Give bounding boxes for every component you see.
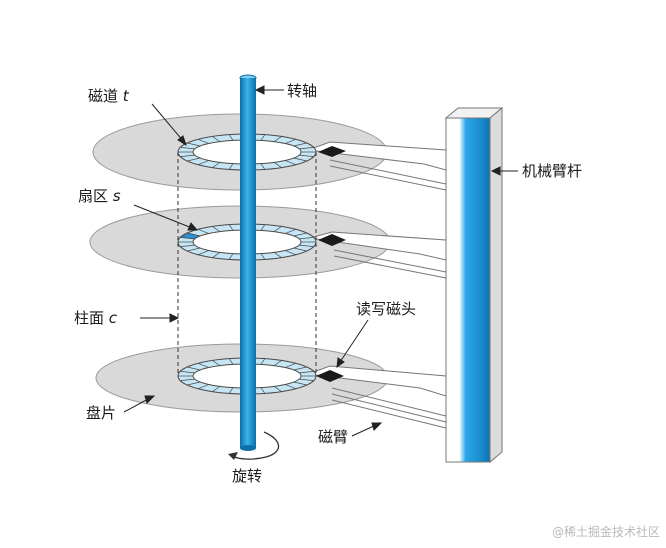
sector-divider [285,362,296,368]
sector-label: 扇区 s [78,187,121,205]
arm-assembly-label: 机械臂杆 [522,162,582,180]
sector-divider [212,360,221,366]
sector-divider [180,370,195,374]
sector-divider [212,162,221,168]
sector-divider [198,160,209,166]
sector-divider [293,381,307,386]
sector-divider [273,136,282,142]
sector-divider [180,244,195,248]
read-write-head-label: 读写磁头 [356,300,416,318]
cylinder-outline [177,152,317,376]
sector-divider [260,134,266,141]
sector-divider [198,384,209,390]
sector-divider [228,163,234,170]
sector-divider [273,226,282,232]
sector-divider [260,387,266,394]
sector-divider [260,224,266,231]
sector-divider [285,160,296,166]
sector-divider [228,253,234,260]
head-middle [318,234,346,246]
arm-bottom [307,365,447,429]
sector-divider [187,366,201,371]
sector-divider [198,362,209,368]
sector-divider [212,136,221,142]
track-rings [177,133,317,395]
sector-divider [293,157,307,162]
callouts [123,85,518,437]
cylinder-label: 柱面 c [74,309,118,327]
sector-divider [198,250,209,256]
sector-divider [180,146,195,150]
sector-divider [180,378,195,382]
arm-assembly-post [444,106,504,464]
sector-divider [212,226,221,232]
sector-divider [273,386,282,392]
sector-divider [285,228,296,234]
sector-divider [293,142,307,147]
spindle [239,74,257,451]
spindle-label: 转轴 [287,82,317,100]
sector-divider [273,252,282,258]
sector-divider [285,250,296,256]
sector-divider [212,386,221,392]
sector-divider [187,381,201,386]
sector-divider [187,157,201,162]
watermark: @稀土掘金技术社区 [552,524,660,539]
sector-divider [260,163,266,170]
arm-label: 磁臂 [318,428,348,446]
head-top [318,146,346,157]
sector-divider [228,224,234,231]
platter-label: 盘片 [86,404,116,422]
sector-divider [299,378,314,382]
rotation-label: 旋转 [232,467,262,485]
sector-divider [198,228,209,234]
sector-divider [212,252,221,258]
sector-divider [293,247,307,252]
sector-divider [299,236,314,240]
head-bottom [316,370,344,382]
sector-divider [293,366,307,371]
sector-divider [198,138,209,144]
rotation-arrow-icon [228,431,280,460]
sector-divider [228,358,234,365]
sector-divider [293,232,307,237]
sector-divider [299,370,314,374]
sector-divider [299,154,314,158]
sector-divider [285,138,296,144]
sector-divider [285,384,296,390]
sector-divider [299,146,314,150]
sector-divider [180,154,195,158]
sector-divider [260,253,266,260]
sector-divider [187,247,201,252]
sector-divider [299,244,314,248]
sector-divider [273,360,282,366]
sector-divider [187,142,201,147]
arm-middle [309,231,447,279]
arm-top [307,141,447,191]
sector-divider [228,387,234,394]
sector-divider [228,134,234,141]
sector-divider [260,358,266,365]
track-label: 磁道 t [88,87,130,105]
sector-divider [273,162,282,168]
